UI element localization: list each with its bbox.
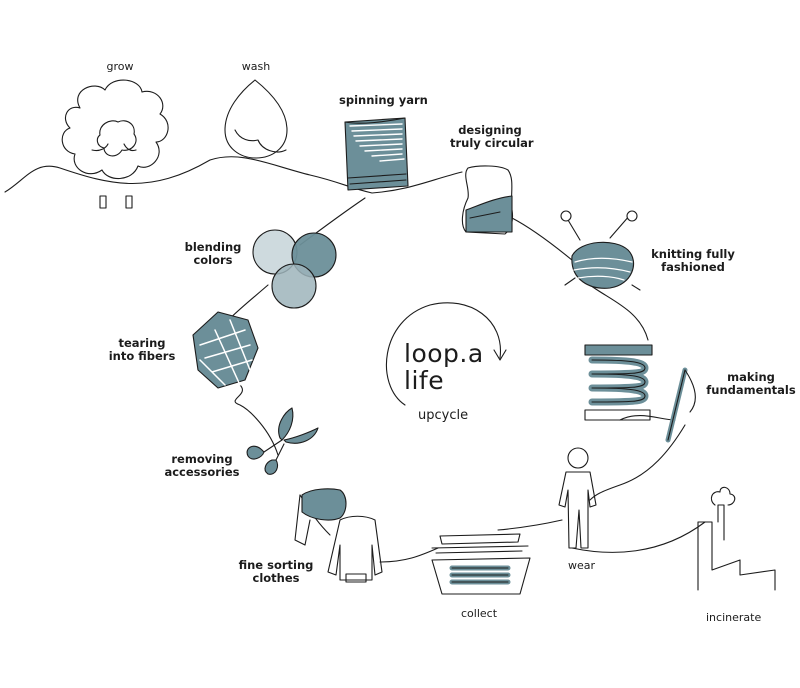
center-title-line2: life [404, 366, 445, 395]
step-label-grow: grow [106, 60, 134, 73]
center-title-line1: loop.a [404, 339, 484, 368]
sewing-needle-icon [584, 344, 696, 443]
factory-smoke-icon [697, 486, 776, 591]
scissors-icon [246, 407, 319, 475]
color-circles-icon [252, 229, 337, 309]
yarn-spool-icon [344, 117, 409, 191]
person-icon [558, 447, 597, 549]
thread-line [4, 156, 706, 563]
step-label-spinning: spinning yarn [339, 93, 428, 107]
water-drop-icon [224, 79, 288, 159]
step-label-collect: collect [461, 607, 498, 620]
step-label-wear: wear [568, 559, 596, 572]
step-label-incinerate: incinerate [706, 611, 762, 624]
loop-arrow [385, 302, 501, 406]
fibers-icon [192, 311, 259, 389]
dress-form-icon [461, 165, 514, 235]
loop-arrowhead [493, 349, 507, 361]
center-subtitle: upcycle [418, 408, 469, 423]
clothes-icon [294, 488, 383, 583]
step-label-wash: wash [241, 60, 271, 73]
knitting-needles-icon [560, 210, 641, 291]
sheep-icon [61, 79, 169, 209]
laundry-basket-icon [431, 533, 531, 595]
